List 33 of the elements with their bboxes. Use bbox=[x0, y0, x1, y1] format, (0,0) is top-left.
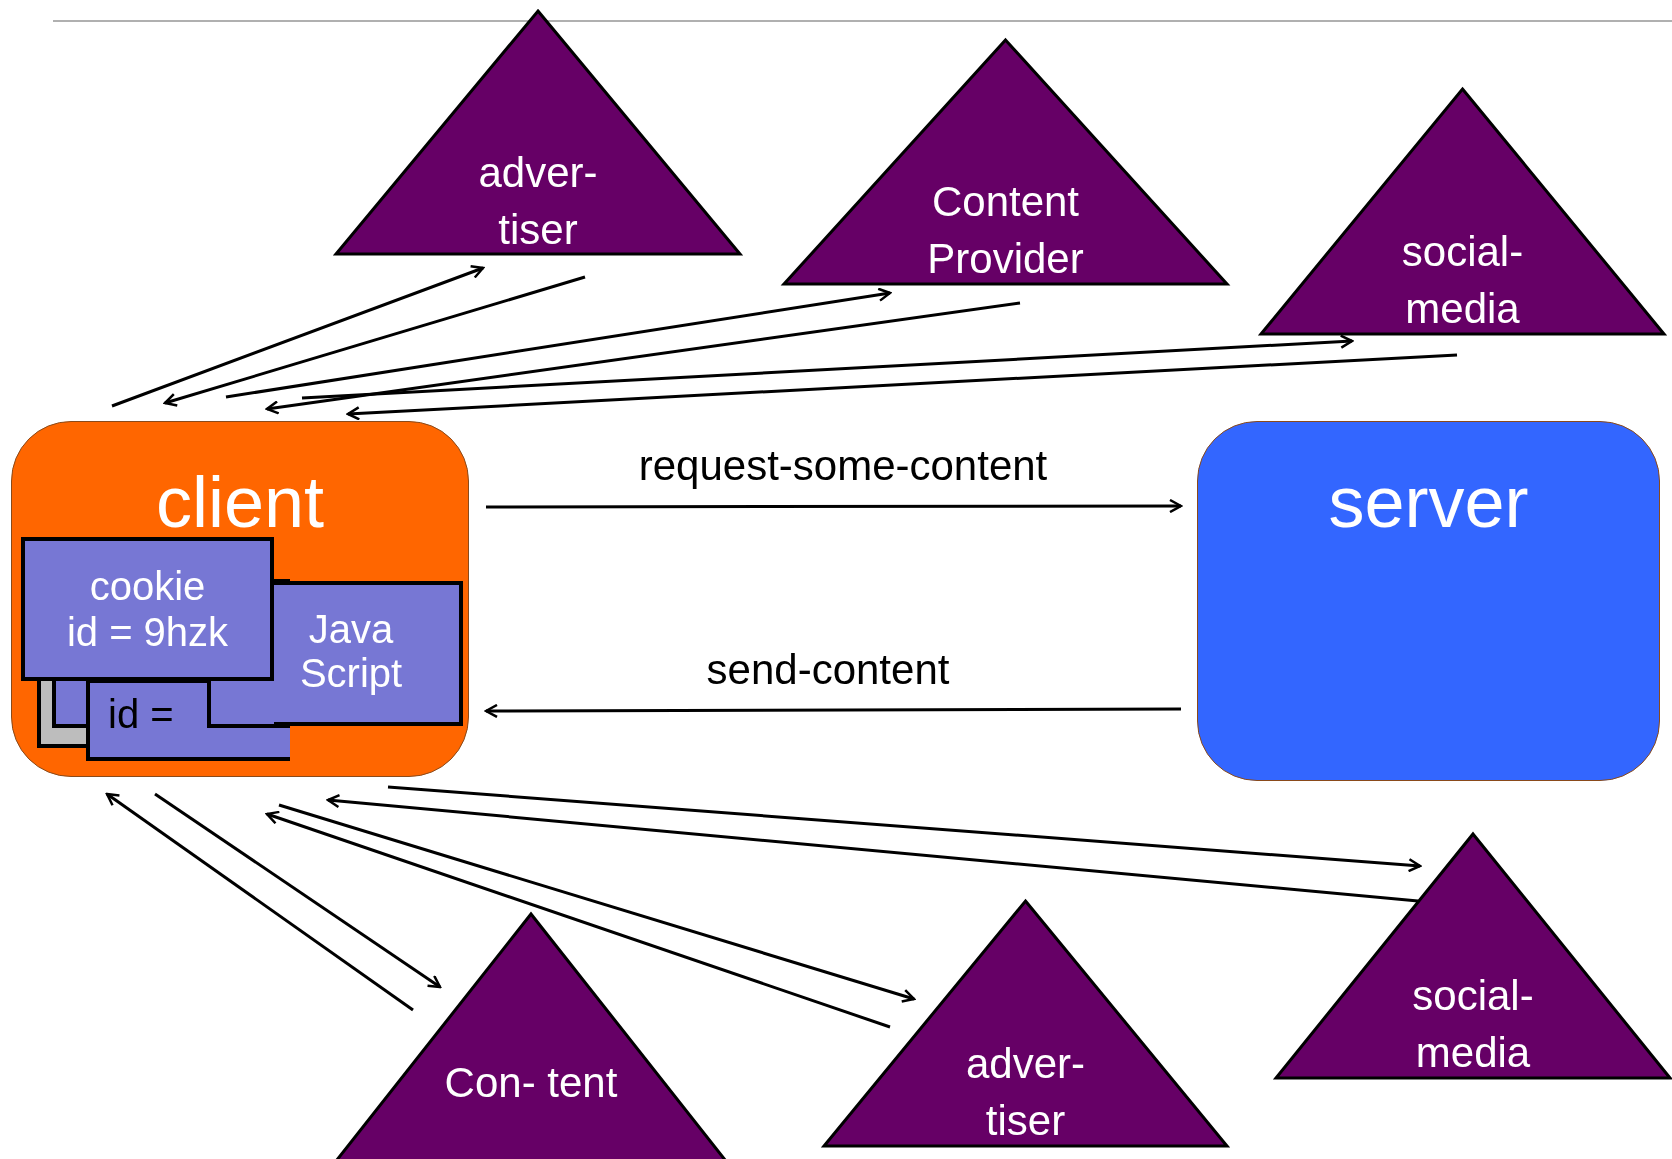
triangle-node bbox=[1274, 832, 1672, 1080]
node-label: server bbox=[1327, 466, 1530, 538]
node-label: Java Script bbox=[298, 606, 404, 695]
node-label: Con- tent bbox=[443, 1058, 619, 1108]
arrow bbox=[163, 275, 586, 407]
arrow bbox=[486, 498, 1183, 514]
arrow bbox=[225, 287, 892, 399]
card-label: id = bbox=[108, 694, 174, 734]
triangle-node bbox=[822, 899, 1229, 1148]
triangle-node bbox=[334, 9, 742, 256]
arrow bbox=[265, 301, 1021, 415]
client-box bbox=[11, 421, 469, 777]
arrow bbox=[105, 792, 414, 1012]
node-label: cookie bbox=[89, 563, 206, 609]
arrow bbox=[278, 803, 916, 1003]
node-label: adver- tiser bbox=[477, 147, 599, 255]
arrow bbox=[484, 703, 1181, 719]
node-label: adver- tiser bbox=[964, 1038, 1087, 1146]
node-label: client bbox=[154, 466, 326, 538]
node-label: Content Provider bbox=[926, 177, 1085, 285]
triangle-node bbox=[782, 38, 1229, 286]
arrow bbox=[154, 792, 442, 989]
server-box bbox=[1197, 421, 1660, 781]
node-label: social- media bbox=[1400, 226, 1525, 334]
arrow bbox=[326, 793, 1419, 903]
node-label: id = 9hzk bbox=[66, 609, 229, 655]
arrow bbox=[346, 353, 1458, 421]
arrow bbox=[265, 810, 891, 1029]
arrow bbox=[387, 785, 1422, 873]
node-label: social- media bbox=[1411, 971, 1535, 1079]
arrow bbox=[111, 264, 485, 408]
triangle-node bbox=[1259, 87, 1666, 336]
arrow bbox=[301, 334, 1354, 400]
